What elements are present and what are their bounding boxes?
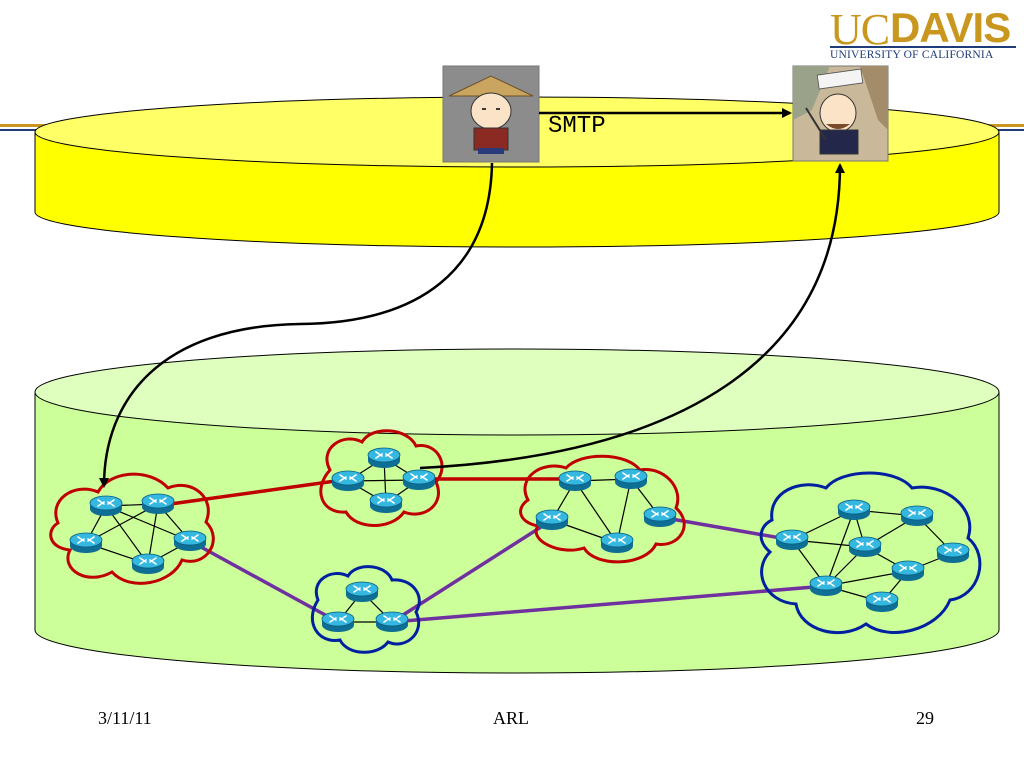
sender-to-network-arrow <box>99 162 494 488</box>
sender-host <box>442 65 540 163</box>
router-icon <box>837 499 871 521</box>
flow-arrows <box>99 108 845 488</box>
ucdavis-logo: UC DAVIS UNIVERSITY OF CALIFORNIA <box>826 4 1018 64</box>
router-icon <box>600 532 634 554</box>
router-icon <box>321 611 355 633</box>
router-icon <box>331 470 365 492</box>
router-icon <box>558 470 592 492</box>
router-icon <box>809 575 843 597</box>
logo-uc-text: UC <box>830 5 890 54</box>
footer-page-number: 29 <box>916 708 934 728</box>
router-icon <box>89 495 123 517</box>
receiver-host <box>792 65 889 162</box>
application-layer-cylinder <box>34 96 1000 248</box>
network-to-receiver-arrow <box>419 163 845 470</box>
router-icon <box>848 536 882 558</box>
cartoon-character-receiver-icon <box>793 66 888 155</box>
footer-center: ARL <box>493 708 529 728</box>
cartoon-character-sender-icon <box>448 75 534 154</box>
router-icon <box>173 530 207 552</box>
router-icon <box>891 560 925 582</box>
router-icon <box>141 493 175 515</box>
smtp-label: SMTP <box>548 113 606 140</box>
logo-rule <box>830 46 1016 48</box>
router-icon <box>535 509 569 531</box>
logo-subtitle: UNIVERSITY OF CALIFORNIA <box>830 49 994 61</box>
router-icon <box>614 468 648 490</box>
router-icon <box>345 581 379 603</box>
router-icon <box>775 529 809 551</box>
router-icon <box>865 591 899 613</box>
router-icon <box>131 553 165 575</box>
router-icon <box>936 542 970 564</box>
router-icon <box>375 611 409 633</box>
cloud-as-right-large <box>759 471 982 635</box>
cloud-as-right-center <box>519 454 686 564</box>
footer-date: 3/11/11 <box>98 708 152 728</box>
cloud-as-top-center <box>319 429 444 527</box>
router-icon <box>369 492 403 514</box>
router-icon <box>69 532 103 554</box>
router-icon <box>402 469 436 491</box>
cloud-as-bottom-small <box>311 565 421 654</box>
router-icon <box>643 506 677 528</box>
network-layer-cylinder <box>34 348 1000 674</box>
logo-davis-text: DAVIS <box>890 4 1011 51</box>
router-icon <box>367 447 401 469</box>
router-icon <box>900 505 934 527</box>
